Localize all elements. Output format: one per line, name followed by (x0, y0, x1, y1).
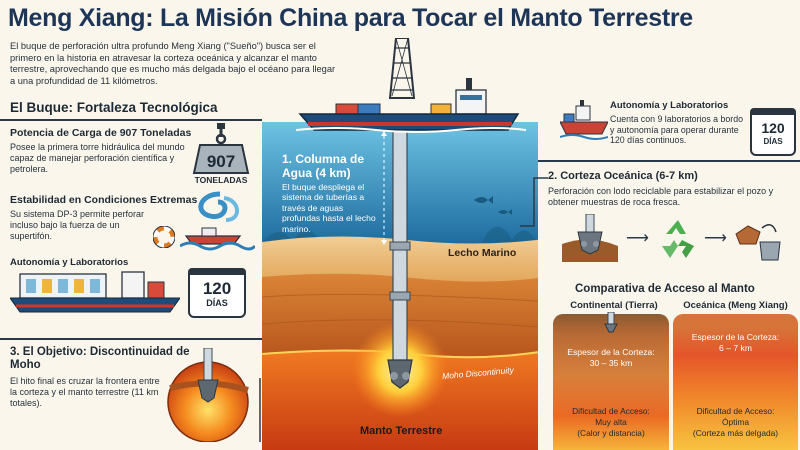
drill-bit-mud-icon (562, 214, 618, 262)
arrow-icon-1: ⟶ (626, 230, 649, 247)
ship-heading: El Buque: Fortaleza Tecnológica (10, 100, 218, 115)
water-column-body: El buque despliega el sistema de tubería… (282, 182, 376, 234)
continental-difficulty-value: Muy alta (595, 417, 627, 427)
continental-drill-icon (604, 312, 618, 333)
objective-divider (0, 338, 262, 340)
oceanic-thickness-value: 6 – 7 km (719, 343, 752, 353)
weight-icon (190, 123, 252, 185)
left-calendar-unit: DÍAS (206, 298, 228, 308)
continental-difficulty-label: Dificultad de Acceso: (572, 406, 650, 416)
compare-title: Comparativa de Acceso al Manto (575, 283, 755, 295)
drilling-ship-icon (296, 38, 526, 133)
right-calendar-unit: DÍAS (763, 137, 783, 146)
load-title: Potencia de Carga de 907 Toneladas (10, 127, 192, 139)
right-calendar-number: 120 (761, 120, 785, 136)
right-calendar-icon (750, 108, 796, 156)
lab-ship-icon (10, 271, 180, 313)
recycle-icon (662, 220, 694, 258)
intro-text: El buque de perforación ultra profundo M… (10, 41, 336, 86)
continental-header: Continental (Tierra) (570, 300, 658, 311)
left-calendar-number: 120 (202, 279, 232, 298)
objective-title: 3. El Objetivo: Discontinuidad de Moho (10, 346, 190, 371)
objective-body: El hito final es cruzar la frontera entr… (10, 376, 160, 408)
right-lab-ship-icon (560, 100, 608, 140)
right-divider (538, 160, 800, 162)
arrow-icon-2: ⟶ (704, 230, 727, 247)
mantle-label: Manto Terrestre (360, 425, 443, 437)
heading-divider (0, 119, 262, 121)
continental-thickness-label: Espesor de la Corteza: (567, 347, 655, 357)
right-autonomy-title: Autonomía y Laboratorios (610, 100, 729, 111)
oceanic-header: Oceánica (Meng Xiang) (683, 300, 788, 311)
load-body: Posee la primera torre hidráulica del mu… (10, 142, 185, 174)
oceanic-thickness-label: Espesor de la Corteza: (691, 332, 780, 342)
oceanic-column (673, 314, 798, 450)
weight-number: 907 (206, 152, 236, 171)
oceanic-difficulty-note: (Corteza más delgada) (692, 428, 779, 438)
crust-body: Perforación con lodo reciclable para est… (548, 186, 774, 207)
lifebuoy-icon (153, 226, 175, 248)
stability-body: Su sistema DP-3 permite perforar incluso… (10, 209, 145, 241)
oceanic-difficulty-label: Dificultad de Acceso: (696, 406, 775, 416)
rock-sample-icon (735, 224, 781, 261)
left-calendar-icon (188, 268, 246, 318)
page-title: Meng Xiang: La Misión China para Tocar e… (8, 4, 693, 32)
weight-unit: TONELADAS (194, 175, 248, 185)
seabed-label: Lecho Marino (448, 247, 517, 259)
continental-difficulty-note: (Calor y distancia) (577, 428, 645, 438)
water-column-title: 1. Columna de Agua (4 km) (282, 152, 365, 180)
connector-line (520, 177, 548, 227)
continental-thickness-value: 30 – 35 km (589, 358, 633, 368)
crust-title: 2. Corteza Oceánica (6-7 km) (548, 170, 698, 182)
storm-ship-icon (180, 191, 255, 251)
continental-column (553, 314, 669, 450)
stability-title: Estabilidad en Condiciones Extremas (10, 194, 198, 206)
center-cross-section (262, 92, 552, 450)
oceanic-difficulty-value: Óptima (722, 417, 749, 427)
moho-drill-icon (167, 348, 261, 442)
left-autonomy-title: Autonomía y Laboratorios (10, 257, 129, 268)
right-autonomy-body: Cuenta con 9 laboratorios a bordo y auto… (610, 114, 744, 145)
